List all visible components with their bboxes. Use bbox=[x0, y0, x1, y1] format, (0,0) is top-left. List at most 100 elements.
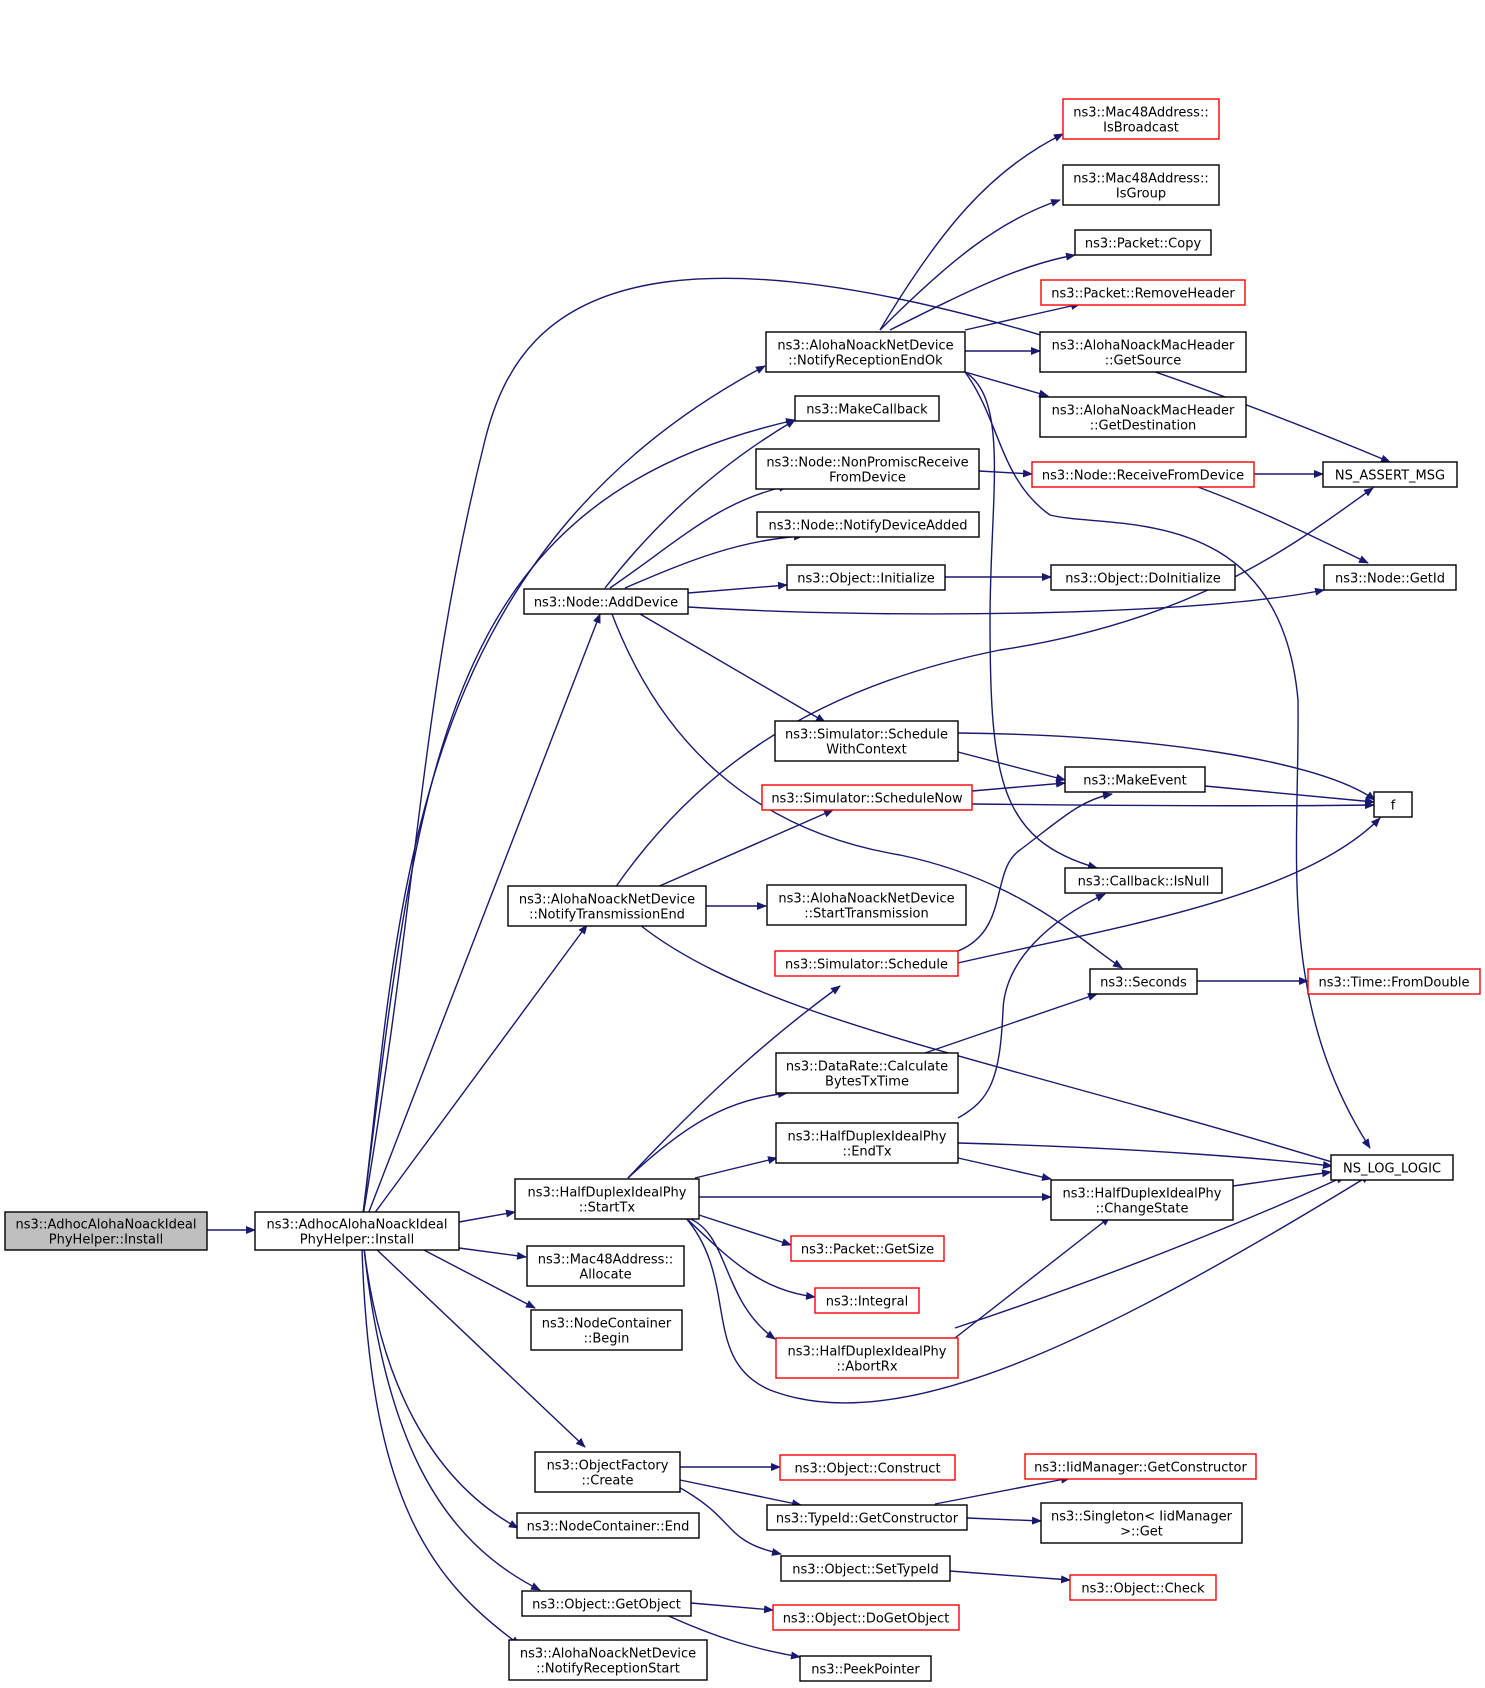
node-box bbox=[534, 1451, 681, 1493]
node-rxFromDevice[interactable]: ns3::Node::ReceiveFromDevice bbox=[1031, 461, 1255, 488]
node-startTx[interactable]: ns3::HalfDuplexIdealPhy::StartTx bbox=[514, 1178, 700, 1220]
node-ncEnd[interactable]: ns3::NodeContainer::End bbox=[516, 1512, 700, 1539]
node-abortRx[interactable]: ns3::HalfDuplexIdealPhy::AbortRx bbox=[775, 1337, 959, 1379]
node-label: Allocate bbox=[579, 1268, 631, 1283]
node-box bbox=[756, 511, 980, 538]
node-root[interactable]: ns3::AdhocAlohaNoackIdealPhyHelper::Inst… bbox=[4, 1211, 208, 1251]
node-label: ns3::MakeCallback bbox=[806, 403, 928, 418]
node-pktCopy[interactable]: ns3::Packet::Copy bbox=[1074, 229, 1212, 256]
node-label: ns3::Simulator::Schedule bbox=[785, 728, 948, 743]
node-isBroadcast[interactable]: ns3::Mac48Address::IsBroadcast bbox=[1062, 98, 1220, 140]
node-label: ::ChangeState bbox=[1096, 1202, 1189, 1217]
node-singletonGet[interactable]: ns3::Singleton< IidManager>::Get bbox=[1040, 1502, 1243, 1544]
node-label: ns3::Node::NotifyDeviceAdded bbox=[768, 519, 967, 534]
node-doGetObject[interactable]: ns3::Object::DoGetObject bbox=[772, 1604, 960, 1631]
node-box bbox=[508, 1639, 708, 1681]
node-timeFromDouble[interactable]: ns3::Time::FromDouble bbox=[1307, 968, 1481, 995]
node-box bbox=[1330, 1154, 1454, 1181]
node-box bbox=[526, 1245, 685, 1287]
node-label: >::Get bbox=[1120, 1525, 1163, 1540]
node-pktGetSize[interactable]: ns3::Packet::GetSize bbox=[790, 1235, 945, 1262]
node-assertMsg[interactable]: NS_ASSERT_MSG bbox=[1322, 461, 1458, 488]
node-label: IsGroup bbox=[1116, 187, 1166, 202]
node-box bbox=[1039, 396, 1247, 438]
node-box bbox=[507, 885, 707, 927]
node-label: ns3::AdhocAlohaNoackIdeal bbox=[267, 1218, 448, 1233]
node-box bbox=[786, 564, 946, 591]
node-getObject[interactable]: ns3::Object::GetObject bbox=[521, 1590, 692, 1617]
node-objInit[interactable]: ns3::Object::Initialize bbox=[786, 564, 946, 591]
node-box bbox=[1062, 164, 1220, 206]
node-peekPointer[interactable]: ns3::PeekPointer bbox=[799, 1655, 932, 1682]
node-simSchedule[interactable]: ns3::Simulator::Schedule bbox=[774, 950, 959, 977]
node-box bbox=[1039, 331, 1247, 373]
node-notifyTxEnd[interactable]: ns3::AlohaNoackNetDevice::NotifyTransmis… bbox=[507, 885, 707, 927]
node-box bbox=[766, 884, 967, 926]
node-box bbox=[774, 720, 959, 762]
node-label: ns3::Node::GetId bbox=[1335, 572, 1445, 587]
node-iidGetCtor[interactable]: ns3::IidManager::GetConstructor bbox=[1024, 1453, 1257, 1480]
node-getDest[interactable]: ns3::AlohaNoackMacHeader::GetDestination bbox=[1039, 396, 1247, 438]
node-nodeGetId[interactable]: ns3::Node::GetId bbox=[1323, 564, 1457, 591]
node-f[interactable]: f bbox=[1373, 791, 1413, 818]
node-objConstruct[interactable]: ns3::Object::Construct bbox=[779, 1454, 956, 1481]
node-ncBegin[interactable]: ns3::NodeContainer::Begin bbox=[530, 1309, 683, 1351]
node-makeCallback[interactable]: ns3::MakeCallback bbox=[794, 395, 940, 422]
node-label: NS_LOG_LOGIC bbox=[1343, 1162, 1441, 1177]
node-install[interactable]: ns3::AdhocAlohaNoackIdealPhyHelper::Inst… bbox=[254, 1211, 460, 1251]
node-label: ns3::Object::GetObject bbox=[532, 1598, 681, 1613]
node-label: ::NotifyReceptionStart bbox=[536, 1662, 680, 1677]
node-label: ns3::Node::ReceiveFromDevice bbox=[1042, 469, 1244, 484]
node-setTypeId[interactable]: ns3::Object::SetTypeId bbox=[780, 1555, 951, 1582]
node-notifyDevAdded[interactable]: ns3::Node::NotifyDeviceAdded bbox=[756, 511, 980, 538]
node-label: ns3::Integral bbox=[826, 1295, 908, 1310]
node-logLogic[interactable]: NS_LOG_LOGIC bbox=[1330, 1154, 1454, 1181]
node-objCheck[interactable]: ns3::Object::Check bbox=[1069, 1574, 1217, 1601]
node-label: ::Create bbox=[582, 1474, 634, 1489]
node-box bbox=[1074, 229, 1212, 256]
node-doInit[interactable]: ns3::Object::DoInitialize bbox=[1050, 564, 1236, 591]
node-label: ns3::Object::SetTypeId bbox=[792, 1563, 938, 1578]
node-schedNow[interactable]: ns3::Simulator::ScheduleNow bbox=[761, 784, 973, 811]
node-box bbox=[530, 1309, 683, 1351]
node-box bbox=[254, 1211, 460, 1251]
node-label: ns3::Node::AddDevice bbox=[534, 596, 678, 611]
node-addDevice[interactable]: ns3::Node::AddDevice bbox=[523, 588, 689, 615]
node-label: ns3::Mac48Address:: bbox=[1073, 172, 1208, 187]
node-label: ns3::AlohaNoackMacHeader bbox=[1052, 404, 1235, 419]
node-box bbox=[1373, 791, 1413, 818]
node-seconds[interactable]: ns3::Seconds bbox=[1089, 968, 1198, 995]
node-label: ns3::DataRate::Calculate bbox=[786, 1060, 948, 1075]
node-label: ns3::HalfDuplexIdealPhy bbox=[1063, 1187, 1222, 1202]
node-notifyRxStart[interactable]: ns3::AlohaNoackNetDevice::NotifyReceptio… bbox=[508, 1639, 708, 1681]
node-label: ns3::Time::FromDouble bbox=[1319, 976, 1470, 991]
node-changeState[interactable]: ns3::HalfDuplexIdealPhy::ChangeState bbox=[1050, 1179, 1234, 1221]
node-endTx[interactable]: ns3::HalfDuplexIdealPhy::EndTx bbox=[775, 1122, 959, 1164]
node-startTransmission[interactable]: ns3::AlohaNoackNetDevice::StartTransmiss… bbox=[766, 884, 967, 926]
node-label: ns3::Packet::RemoveHeader bbox=[1051, 287, 1235, 302]
node-label: ns3::AlohaNoackNetDevice bbox=[519, 893, 695, 908]
node-box bbox=[1050, 564, 1236, 591]
node-macAllocate[interactable]: ns3::Mac48Address::Allocate bbox=[526, 1245, 685, 1287]
node-box bbox=[761, 784, 973, 811]
node-notifyRxEndOk[interactable]: ns3::AlohaNoackNetDevice::NotifyReceptio… bbox=[765, 331, 966, 373]
node-cbIsNull[interactable]: ns3::Callback::IsNull bbox=[1064, 867, 1223, 894]
node-getSource[interactable]: ns3::AlohaNoackMacHeader::GetSource bbox=[1039, 331, 1247, 373]
node-label: ns3::MakeEvent bbox=[1083, 774, 1187, 789]
node-typeIdGetCtor[interactable]: ns3::TypeId::GetConstructor bbox=[766, 1504, 968, 1531]
node-box bbox=[1031, 461, 1255, 488]
node-label: ::Begin bbox=[584, 1332, 630, 1347]
node-removeHeader[interactable]: ns3::Packet::RemoveHeader bbox=[1040, 279, 1246, 306]
node-ofCreate[interactable]: ns3::ObjectFactory::Create bbox=[534, 1451, 681, 1493]
node-makeEvent[interactable]: ns3::MakeEvent bbox=[1064, 766, 1206, 793]
node-integral[interactable]: ns3::Integral bbox=[814, 1287, 920, 1314]
node-box bbox=[523, 588, 689, 615]
node-label: ::EndTx bbox=[842, 1145, 891, 1160]
node-isGroup[interactable]: ns3::Mac48Address::IsGroup bbox=[1062, 164, 1220, 206]
node-label: ns3::Object::Check bbox=[1081, 1582, 1205, 1597]
node-label: ns3::HalfDuplexIdealPhy bbox=[788, 1130, 947, 1145]
node-box bbox=[516, 1512, 700, 1539]
